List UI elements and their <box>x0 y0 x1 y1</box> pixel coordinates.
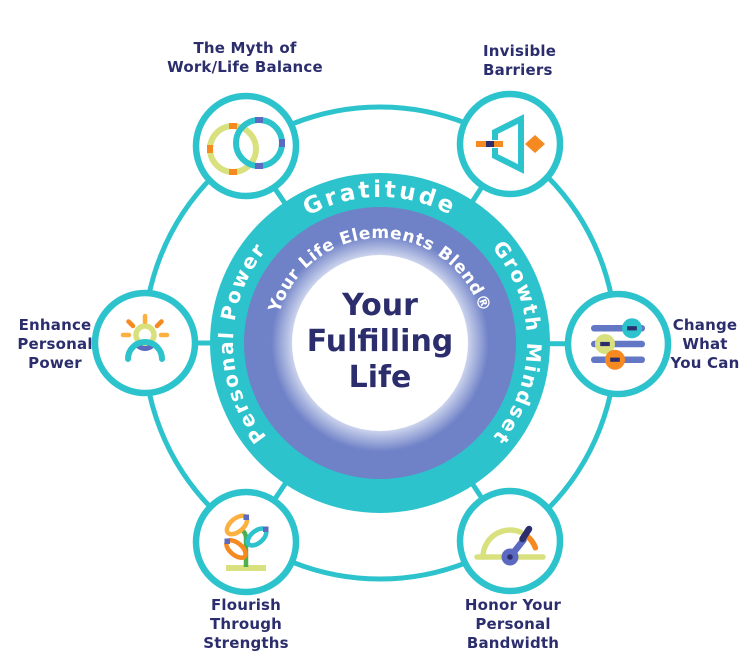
label-enhance-personal-power: Enhance Personal Power <box>5 316 105 372</box>
overlapping-rings-icon <box>207 117 285 175</box>
gauge-icon <box>474 525 546 566</box>
sliders-icon <box>591 318 645 370</box>
satellite-change-what-you-can <box>564 290 672 398</box>
center-title-line: Your <box>342 288 418 323</box>
label-line: Change <box>672 316 738 334</box>
label-myth-of-work-life-balance: The Myth of Work/Life Balance <box>150 39 340 77</box>
label-invisible-barriers: Invisible Barriers <box>483 42 603 80</box>
label-line: Honor Your <box>464 596 562 614</box>
label-line: Personal <box>17 334 93 353</box>
core-circles <box>210 173 550 513</box>
label-line: Power <box>28 353 82 372</box>
label-line: You Can <box>670 353 740 372</box>
label-line: Flourish <box>210 596 282 614</box>
satellite-myth-of-work-life-balance <box>192 92 300 200</box>
satellite-circle <box>456 487 564 595</box>
label-line: Through <box>209 614 283 633</box>
label-line: Personal <box>475 614 551 633</box>
satellite-circle <box>456 90 564 198</box>
label-line: The Myth of <box>193 39 297 57</box>
satellite-invisible-barriers <box>456 90 564 198</box>
label-honor-your-personal-bandwidth: Honor Your Personal Bandwidth <box>438 596 588 652</box>
growing-plant-icon <box>224 513 269 571</box>
label-line: Barriers <box>483 60 553 79</box>
label-line: What <box>682 334 728 353</box>
center-title-line: Life <box>348 360 412 395</box>
label-flourish-through-strengths: Flourish Through Strengths <box>171 596 321 652</box>
satellite-enhance-personal-power <box>91 289 199 397</box>
satellite-flourish-through-strengths <box>192 488 300 596</box>
center-circle <box>292 255 468 431</box>
arrow-through-barrier-icon <box>476 114 545 174</box>
label-line: Bandwidth <box>466 633 560 652</box>
label-line: Strengths <box>203 633 289 652</box>
label-line: Invisible <box>483 42 557 60</box>
label-change-what-you-can: Change What You Can <box>655 316 750 372</box>
center-title: Your Fulfilling Life <box>270 288 490 396</box>
center-title-line: Fulfilling <box>306 324 454 359</box>
sun-person-icon <box>120 313 170 362</box>
satellite-honor-your-personal-bandwidth <box>456 487 564 595</box>
label-line: Work/Life Balance <box>167 57 323 76</box>
label-line: Enhance <box>18 316 92 334</box>
